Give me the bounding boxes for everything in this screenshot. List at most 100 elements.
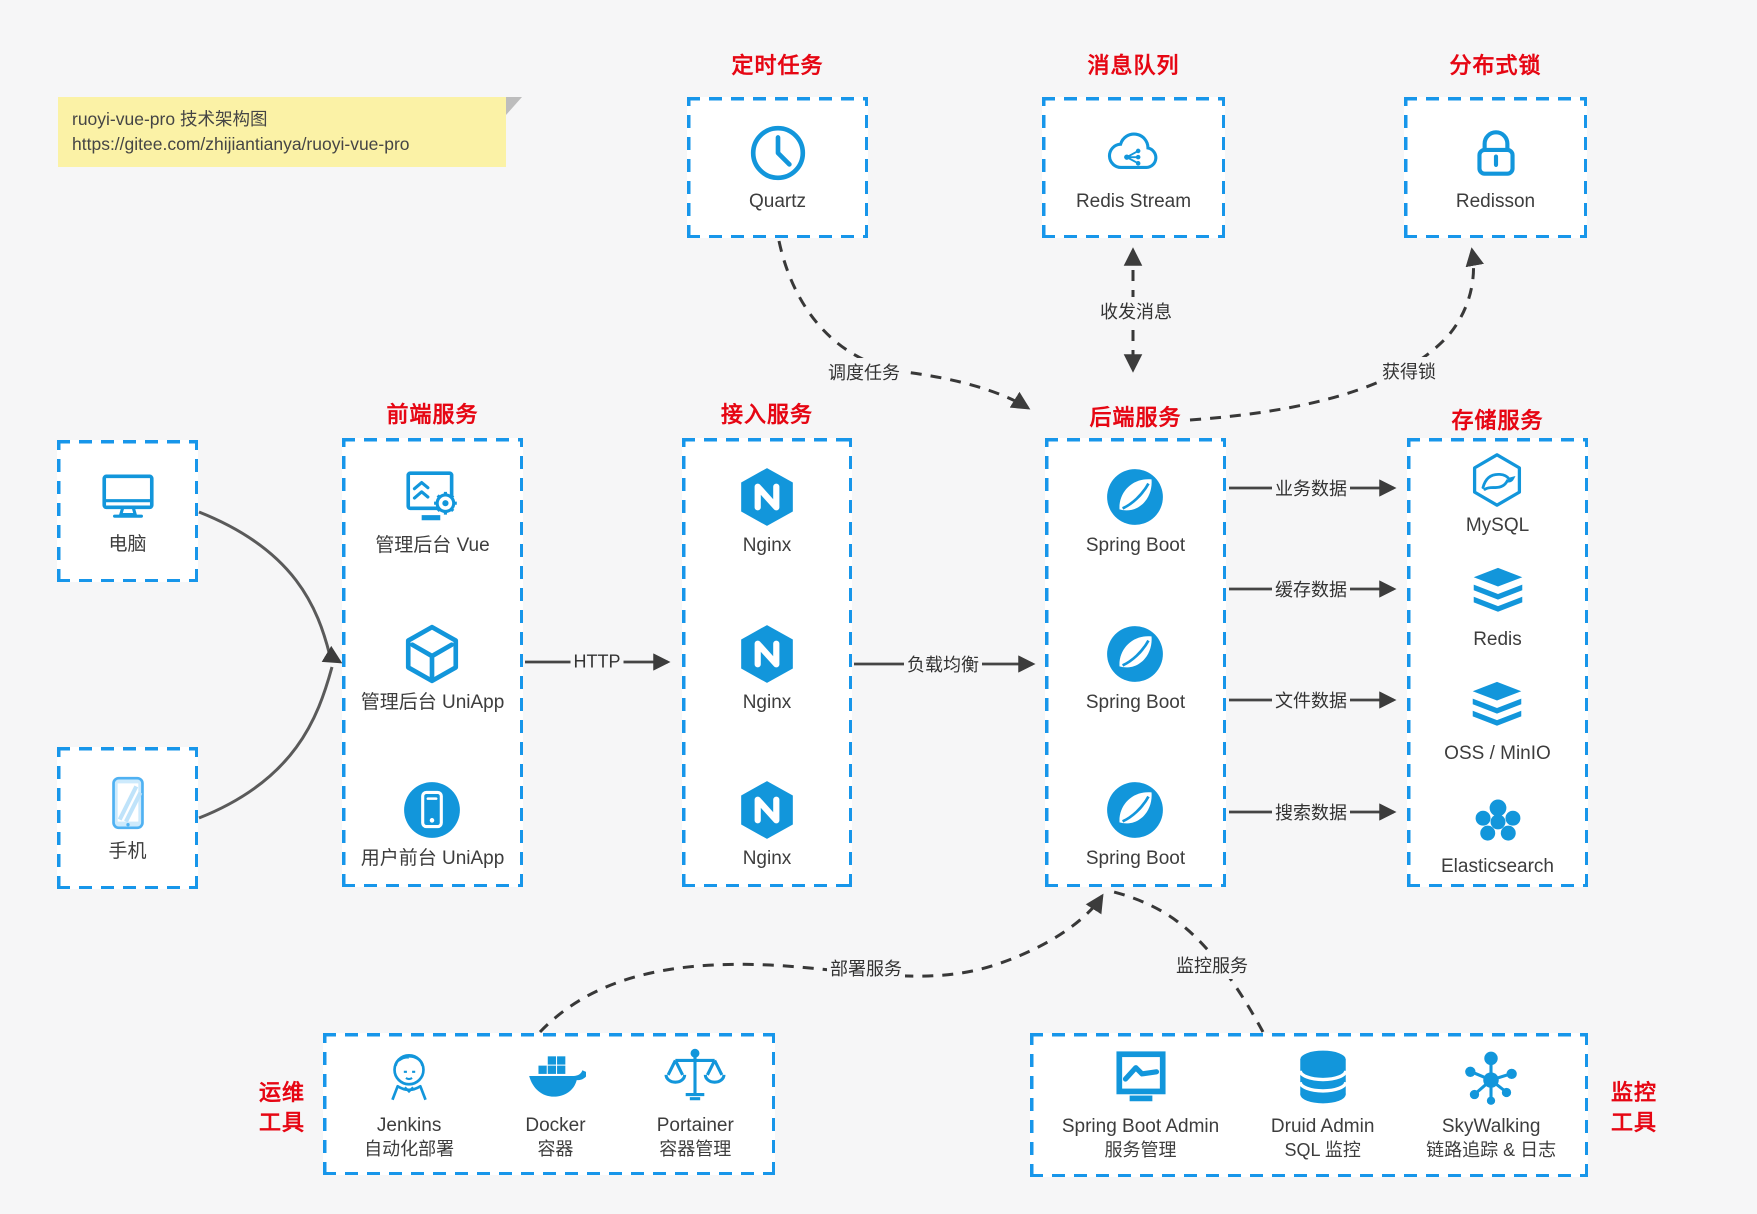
spring-leaf-icon <box>1107 625 1164 682</box>
gateway-box: Nginx Nginx Nginx <box>682 438 852 887</box>
node-druid-admin: Druid Admin SQL 监控 <box>1270 1047 1375 1162</box>
phone-icon <box>111 776 144 830</box>
edge-label-messages: 收发消息 <box>1097 297 1175 325</box>
jenkins-bust-icon <box>391 1054 427 1101</box>
node-sublabel: 链路追踪 & 日志 <box>1426 1140 1557 1161</box>
mobile-app-circle-icon <box>404 782 461 839</box>
node-springboot-admin: Spring Boot Admin 服务管理 <box>1062 1047 1219 1162</box>
node-skywalking: SkyWalking 链路追踪 & 日志 <box>1426 1047 1556 1162</box>
group-title-gateway: 接入服务 <box>720 402 813 427</box>
node-nginx-1: Nginx <box>736 466 798 558</box>
nginx-hexagon-icon <box>741 781 793 840</box>
node-label: Redis Stream <box>1075 190 1192 212</box>
monitor-tools-box: Spring Boot Admin 服务管理 Druid Admin SQL 监… <box>1030 1033 1588 1177</box>
node-label: OSS / MinIO <box>1444 742 1551 764</box>
node-admin-uniapp: 管理后台 UniApp <box>360 623 505 715</box>
docker-whale-icon <box>529 1056 587 1098</box>
node-sublabel: SQL 监控 <box>1284 1140 1361 1161</box>
group-title-message-queue: 消息队列 <box>1087 53 1180 78</box>
node-quartz: Quartz <box>747 122 809 214</box>
node-springboot-1: Spring Boot <box>1086 466 1185 558</box>
nginx-hexagon-icon <box>741 624 793 683</box>
node-label: Redis <box>1473 628 1522 650</box>
lock-icon <box>1476 129 1515 176</box>
cloud-share-icon <box>1108 132 1158 169</box>
database-cylinder-icon <box>1298 1051 1348 1104</box>
node-springboot-3: Spring Boot <box>1086 779 1185 871</box>
node-label: Spring Boot <box>1085 848 1186 870</box>
monitor-chart-icon <box>1115 1051 1166 1102</box>
cube-icon <box>406 624 459 683</box>
edge-pc-to-frontend <box>198 510 343 664</box>
node-mysql: MySQL <box>1466 452 1529 538</box>
distributed-lock-box: Redisson <box>1404 97 1587 238</box>
node-nginx-3: Nginx <box>736 779 798 871</box>
node-nginx-2: Nginx <box>736 623 798 715</box>
node-redisson: Redisson <box>1456 122 1535 214</box>
spring-leaf-icon <box>1107 782 1164 839</box>
edge-phone-to-frontend <box>198 666 334 820</box>
node-label: 用户前台 UniApp <box>360 848 505 870</box>
edge-label-file-data: 文件数据 <box>1272 686 1350 714</box>
node-label: Nginx <box>742 535 792 556</box>
node-label: MySQL <box>1465 515 1530 536</box>
edge-label-business-data: 业务数据 <box>1272 474 1350 502</box>
node-label: Spring Boot <box>1085 535 1186 556</box>
sticky-note-title: ruoyi-vue-pro 技术架构图 <box>72 109 268 129</box>
edge-label-http: HTTP <box>570 650 624 674</box>
node-redis: Redis <box>1470 566 1526 652</box>
edge-monitor-arrow <box>1113 890 1265 1033</box>
group-title-scheduled-job: 定时任务 <box>731 53 824 78</box>
cluster-blob-icon <box>1475 799 1520 841</box>
topology-nodes-icon <box>1465 1052 1517 1106</box>
backend-box: Spring Boot Spring Boot Spring Boot <box>1045 438 1226 887</box>
edge-label-monitor: 监控服务 <box>1173 951 1251 979</box>
node-elasticsearch: Elasticsearch <box>1441 793 1554 879</box>
node-portainer: Portainer 容器管理 <box>657 1046 734 1161</box>
edge-label-load-balance: 负载均衡 <box>904 650 982 678</box>
node-sublabel: 服务管理 <box>1104 1140 1177 1161</box>
node-sublabel: 自动化部署 <box>364 1139 455 1160</box>
node-label: Spring Boot Admin <box>1061 1116 1220 1138</box>
group-title-monitor-tools: 监控 工具 <box>1610 1080 1657 1135</box>
node-jenkins: Jenkins 自动化部署 <box>364 1046 454 1161</box>
node-sublabel: 容器 <box>537 1139 574 1160</box>
node-docker: Docker 容器 <box>524 1046 587 1161</box>
node-label: 管理后台 Vue <box>375 535 490 556</box>
spring-leaf-icon <box>1107 469 1164 525</box>
sticky-note-url: https://gitee.com/zhijiantianya/ruoyi-vu… <box>72 134 410 155</box>
node-label: Portainer <box>656 1115 734 1137</box>
node-label: 手机 <box>108 841 147 863</box>
edge-label-deploy: 部署服务 <box>827 954 905 982</box>
mysql-dolphin-hexagon-icon <box>1473 453 1522 507</box>
node-oss-minio: OSS / MinIO <box>1444 680 1551 766</box>
edge-deploy-arrow <box>538 893 1104 1034</box>
node-redis-stream: Redis Stream <box>1076 122 1191 214</box>
node-label: Nginx <box>742 691 792 713</box>
node-user-uniapp: 用户前台 UniApp <box>360 779 505 871</box>
node-label: Jenkins <box>376 1115 442 1137</box>
message-queue-box: Redis Stream <box>1042 97 1225 238</box>
node-label: 电脑 <box>108 534 147 556</box>
node-label: Druid Admin <box>1270 1116 1375 1138</box>
storage-box: MySQL Redis OSS / MinIO <box>1407 438 1588 887</box>
edge-label-schedule: 调度任务 <box>825 358 903 386</box>
scheduled-job-box: Quartz <box>687 97 868 238</box>
sticky-note-fold-corner <box>506 97 522 115</box>
edge-acquire-lock-arrow <box>1189 247 1484 422</box>
node-admin-vue: 管理后台 Vue <box>375 466 490 558</box>
node-pc: 电脑 <box>97 465 159 557</box>
group-title-storage: 存储服务 <box>1451 408 1544 433</box>
client-phone-box: 手机 <box>57 747 198 889</box>
node-sublabel: 容器管理 <box>659 1139 732 1160</box>
layer-stack-icon <box>1473 681 1522 726</box>
edge-schedule-arrow <box>777 240 1031 410</box>
sticky-note: ruoyi-vue-pro 技术架构图 https://gitee.com/zh… <box>58 97 522 167</box>
node-phone: 手机 <box>97 772 159 864</box>
node-label: Docker <box>525 1115 586 1137</box>
frontend-box: 管理后台 Vue 管理后台 UniApp 用户前台 UniApp <box>342 438 523 887</box>
node-label: 管理后台 UniApp <box>360 691 505 713</box>
group-title-backend: 后端服务 <box>1089 405 1182 430</box>
node-label: Nginx <box>742 848 792 870</box>
